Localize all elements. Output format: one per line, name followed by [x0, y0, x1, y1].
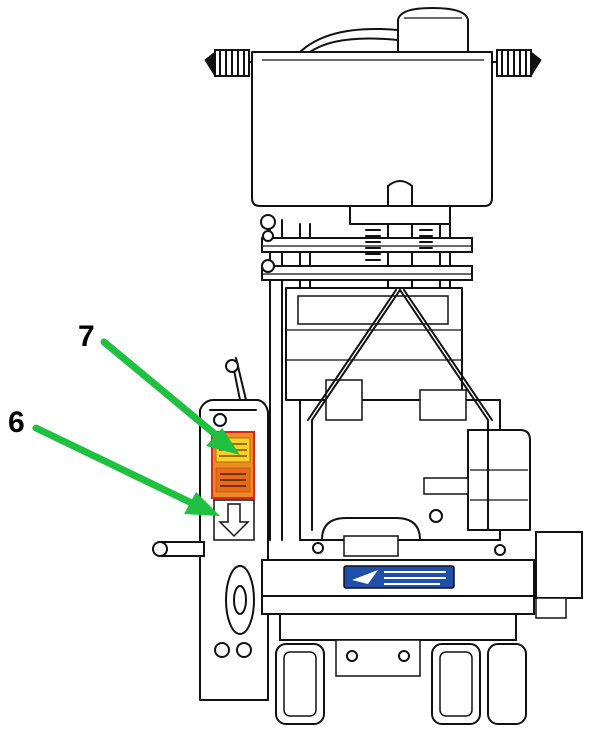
callout-6-label: 6 [8, 406, 25, 439]
callout-7-arrow [100, 338, 240, 455]
wheels [275, 639, 527, 725]
warning-label [211, 431, 255, 499]
base-frame [261, 509, 583, 641]
callout-7-label: 7 [78, 320, 95, 353]
engine [285, 287, 531, 541]
machine-frame [260, 180, 473, 541]
right-handle-grip [496, 49, 542, 78]
water-tank [204, 7, 542, 207]
brand-plate [343, 565, 455, 589]
left-handle-grip [204, 49, 250, 78]
down-arrow-icon [213, 499, 255, 541]
callout-6-arrow [32, 424, 220, 516]
